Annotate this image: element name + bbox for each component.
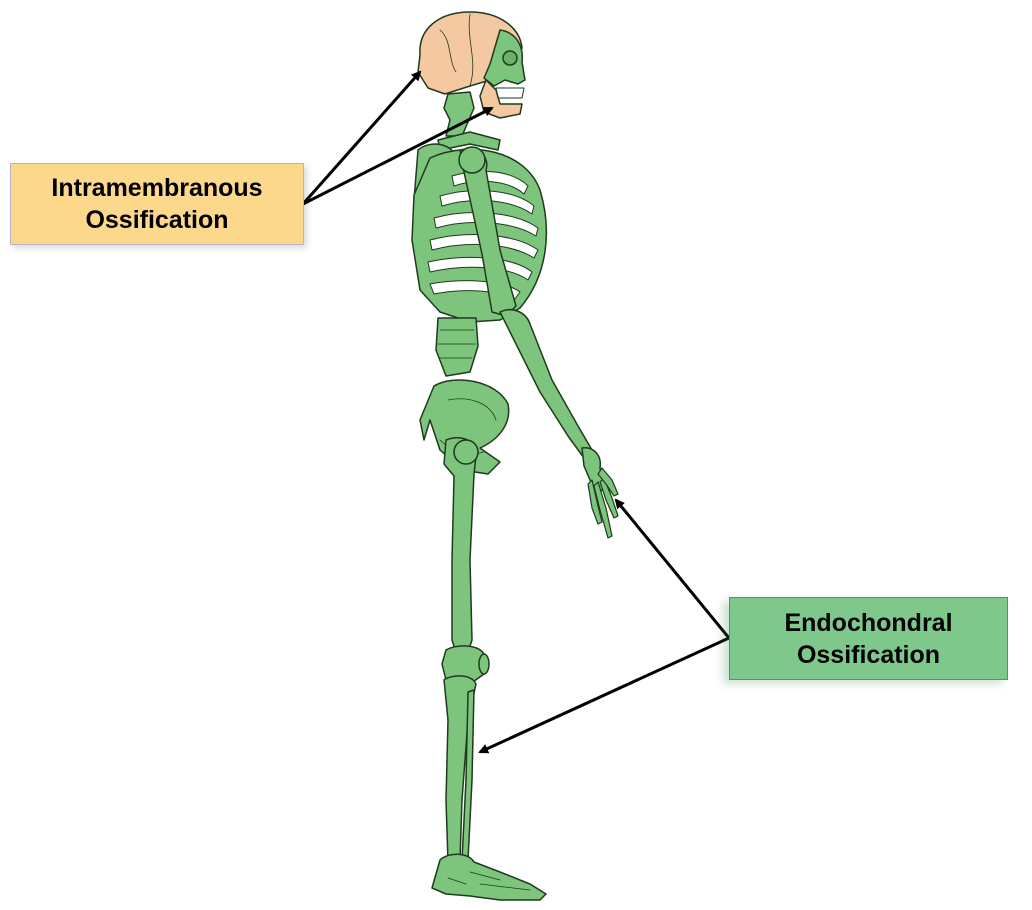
intramembranous-line2: Ossification — [85, 206, 229, 234]
humeral-head — [458, 146, 486, 174]
forearm-radius-ulna — [499, 308, 593, 459]
endochondral-arrows — [478, 498, 731, 754]
orbit — [502, 50, 518, 66]
hand-phalanges — [587, 467, 619, 539]
arrow-to-hand — [614, 498, 731, 639]
rib-gaps — [427, 170, 539, 301]
arrow-to-skull — [301, 70, 422, 205]
intramembranous-line1: Intramembranous — [51, 174, 263, 202]
femoral-head — [453, 439, 479, 465]
cranial-suture — [439, 13, 474, 87]
teeth — [495, 87, 525, 99]
intramembranous-arrows — [301, 70, 494, 206]
arrow-to-mandible — [302, 106, 494, 206]
endochondral-line2: Ossification — [796, 640, 941, 669]
endochondral-line1: Endochondral — [784, 608, 953, 637]
patella — [478, 653, 490, 675]
foot-detail — [447, 871, 531, 891]
skeleton-figure — [411, 11, 619, 901]
intramembranous-ossification-label: Intramembranous Ossification — [10, 163, 304, 245]
femur — [443, 436, 477, 653]
lumbar-vertebrae — [435, 317, 479, 377]
arrow-to-tibia — [478, 636, 730, 754]
endochondral-ossification-label: Endochondral Ossification — [729, 597, 1008, 680]
tibia — [443, 675, 477, 863]
vertebra-lines — [437, 329, 477, 359]
